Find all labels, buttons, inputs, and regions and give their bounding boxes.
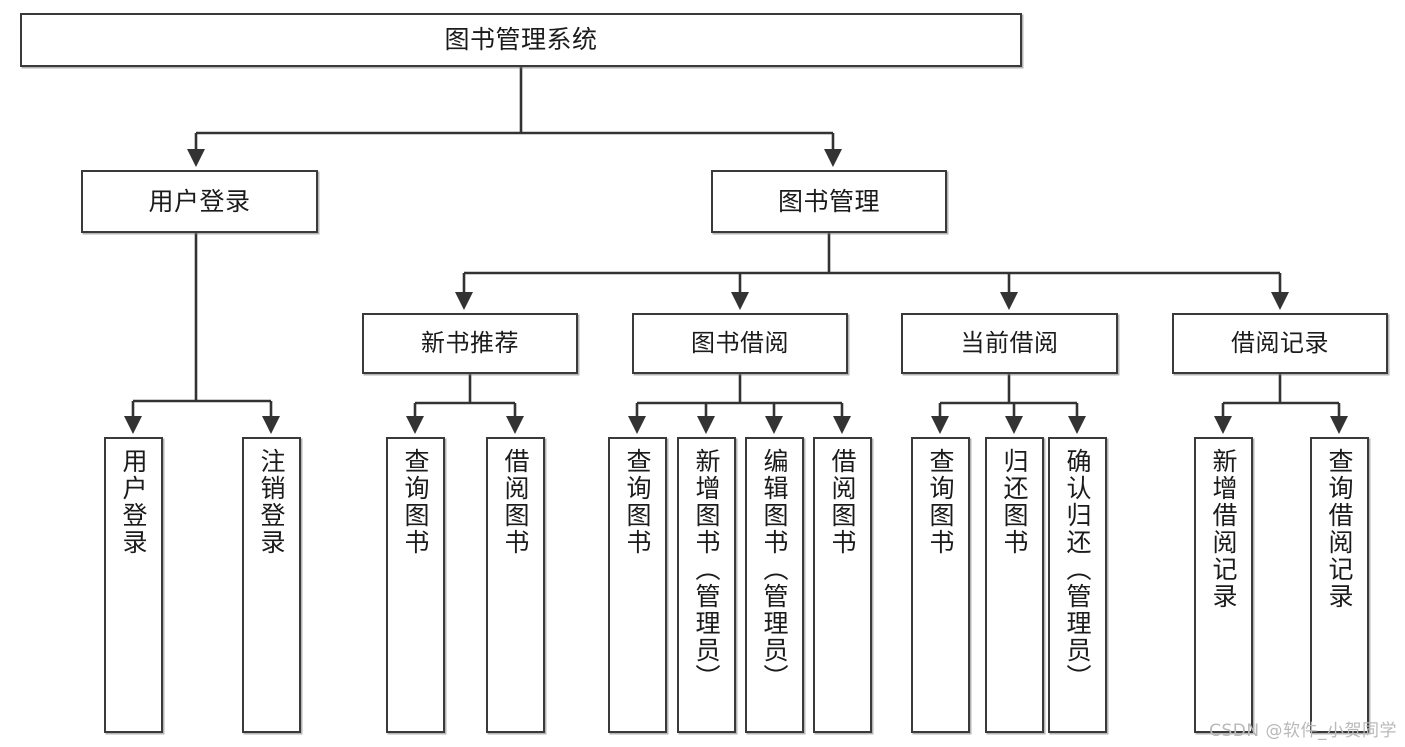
node-user-login[interactable]: 用户登录: [81, 170, 318, 233]
node-leaf-borrow-book-2[interactable]: 借阅图书: [813, 437, 872, 733]
node-leaf-edit-book-admin[interactable]: 编辑图书（管理员）: [745, 437, 804, 733]
node-leaf-borrow-book-1[interactable]: 借阅图书: [486, 437, 545, 733]
node-leaf-query-book-3-label: 查询图书: [926, 448, 955, 556]
node-new-book-recommend[interactable]: 新书推荐: [362, 313, 578, 374]
node-leaf-user-logout-label: 注销登录: [257, 448, 286, 556]
node-leaf-confirm-return-admin[interactable]: 确认归还（管理员）: [1048, 437, 1107, 733]
node-current-borrow-label: 当前借阅: [960, 329, 1059, 358]
node-root[interactable]: 图书管理系统: [20, 13, 1022, 67]
node-leaf-user-logout[interactable]: 注销登录: [242, 437, 301, 733]
node-leaf-add-borrow-record-label: 新增借阅记录: [1209, 448, 1238, 610]
node-leaf-edit-book-admin-label: 编辑图书（管理员）: [760, 448, 789, 691]
node-leaf-query-book-1[interactable]: 查询图书: [386, 437, 445, 733]
node-leaf-query-book-3[interactable]: 查询图书: [911, 437, 970, 733]
node-leaf-borrow-book-1-label: 借阅图书: [501, 448, 530, 556]
node-user-login-label: 用户登录: [148, 186, 251, 216]
node-leaf-query-book-1-label: 查询图书: [401, 448, 430, 556]
node-book-borrow-label: 图书借阅: [691, 329, 789, 358]
node-leaf-add-borrow-record[interactable]: 新增借阅记录: [1194, 437, 1253, 733]
node-borrow-records-label: 借阅记录: [1231, 329, 1329, 358]
node-leaf-user-login[interactable]: 用户登录: [104, 437, 163, 733]
node-leaf-borrow-book-2-label: 借阅图书: [828, 448, 857, 556]
watermark-text: CSDN @软件_小贺同学: [1209, 721, 1397, 741]
node-root-label: 图书管理系统: [444, 25, 598, 54]
node-leaf-return-book-label: 归还图书: [1000, 448, 1029, 556]
node-current-borrow[interactable]: 当前借阅: [901, 313, 1118, 374]
node-leaf-query-book-2-label: 查询图书: [623, 448, 652, 556]
node-borrow-records[interactable]: 借阅记录: [1172, 313, 1388, 374]
node-book-manage[interactable]: 图书管理: [711, 170, 947, 233]
node-leaf-confirm-return-admin-label: 确认归还（管理员）: [1063, 448, 1092, 691]
node-book-manage-label: 图书管理: [777, 186, 880, 216]
node-book-borrow[interactable]: 图书借阅: [632, 313, 848, 374]
node-leaf-user-login-label: 用户登录: [119, 448, 148, 556]
node-leaf-query-borrow-record-label: 查询借阅记录: [1325, 448, 1354, 610]
node-leaf-return-book[interactable]: 归还图书: [985, 437, 1044, 733]
node-leaf-query-book-2[interactable]: 查询图书: [608, 437, 667, 733]
node-new-book-recommend-label: 新书推荐: [421, 329, 519, 358]
node-leaf-query-borrow-record[interactable]: 查询借阅记录: [1310, 437, 1369, 733]
node-leaf-add-book-admin-label: 新增图书（管理员）: [692, 448, 721, 691]
node-leaf-add-book-admin[interactable]: 新增图书（管理员）: [677, 437, 736, 733]
